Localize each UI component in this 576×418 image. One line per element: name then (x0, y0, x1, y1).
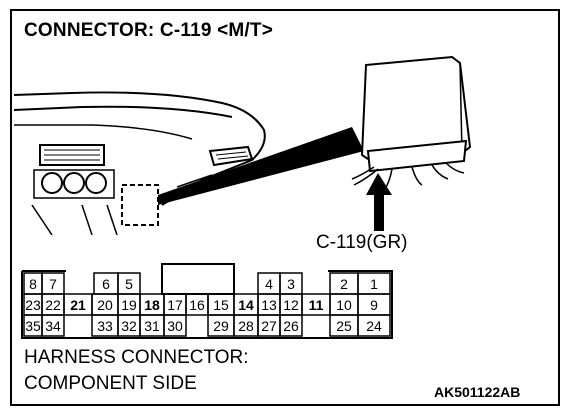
pin-label: 1 (370, 276, 378, 292)
pin-label: 6 (102, 276, 110, 292)
pin-label: 29 (213, 318, 229, 334)
pin-label: 7 (49, 276, 57, 292)
pin-label: 23 (25, 297, 41, 313)
diagram-frame (10, 9, 560, 406)
pin-cell (163, 314, 187, 337)
diagram-title: CONNECTOR: C-119 <M/T> (24, 20, 273, 41)
pin-label: 24 (366, 318, 382, 334)
hvac-knob-center (63, 172, 85, 194)
pin-label: 31 (144, 318, 160, 334)
pin-label: 10 (336, 297, 352, 313)
pin-label: 2 (340, 276, 348, 292)
connector-arrow-icon (366, 173, 392, 231)
pin-label: 32 (121, 318, 137, 334)
pin-label: 3 (287, 276, 295, 292)
hvac-knob-left (41, 172, 63, 194)
pin-label: 11 (309, 297, 324, 313)
pin-label: 21 (70, 297, 86, 313)
dashboard-outline (13, 91, 266, 206)
connector-callout-label: C-119(GR) (316, 232, 408, 253)
hvac-panel (33, 169, 115, 199)
side-vent-slats (215, 151, 249, 160)
caption-line-2: COMPONENT SIDE (24, 373, 197, 394)
pin-label: 14 (238, 297, 254, 313)
pin-label: 22 (45, 297, 61, 313)
pin-label: 35 (25, 318, 41, 334)
pin-label: 13 (261, 297, 277, 313)
side-vent (208, 145, 254, 167)
pin-label: 30 (167, 318, 183, 334)
pin-label: 27 (261, 318, 277, 334)
dashboard-line-inner (13, 105, 233, 118)
dashboard-trim (14, 124, 193, 140)
pin-cell (41, 314, 65, 337)
pin-label: 4 (265, 276, 273, 292)
glovebox-edge (176, 174, 213, 188)
pin-cell (279, 314, 303, 337)
ecu-module-edge (451, 56, 463, 154)
center-console (31, 204, 118, 235)
pin-label: 19 (121, 297, 137, 313)
ecu-connector-base (366, 139, 468, 173)
pointer-wedge (158, 127, 364, 205)
pin-label: 5 (125, 276, 133, 292)
pin-label: 17 (167, 297, 183, 313)
dashboard-illustration (13, 55, 472, 235)
figure-code: AK501122AB (434, 384, 521, 400)
pin-label: 8 (29, 276, 37, 292)
pin-label: 26 (283, 318, 299, 334)
pin-label: 16 (189, 297, 205, 313)
pin-label: 18 (144, 297, 160, 313)
pin-label: 20 (97, 297, 113, 313)
pin-label: 33 (97, 318, 113, 334)
pin-cell (357, 314, 391, 337)
caption-line-1: HARNESS CONNECTOR: (24, 347, 249, 368)
pin-label: 12 (283, 297, 299, 313)
pin-label: 9 (370, 297, 378, 313)
connector-lock-tab (161, 263, 235, 295)
center-vent (39, 144, 105, 166)
pin-label: 15 (213, 297, 229, 313)
pin-label: 34 (45, 318, 61, 334)
pin-label: 28 (238, 318, 254, 334)
vent-slats (44, 149, 100, 161)
pin-label: 25 (336, 318, 352, 334)
hvac-knob-right (85, 172, 107, 194)
